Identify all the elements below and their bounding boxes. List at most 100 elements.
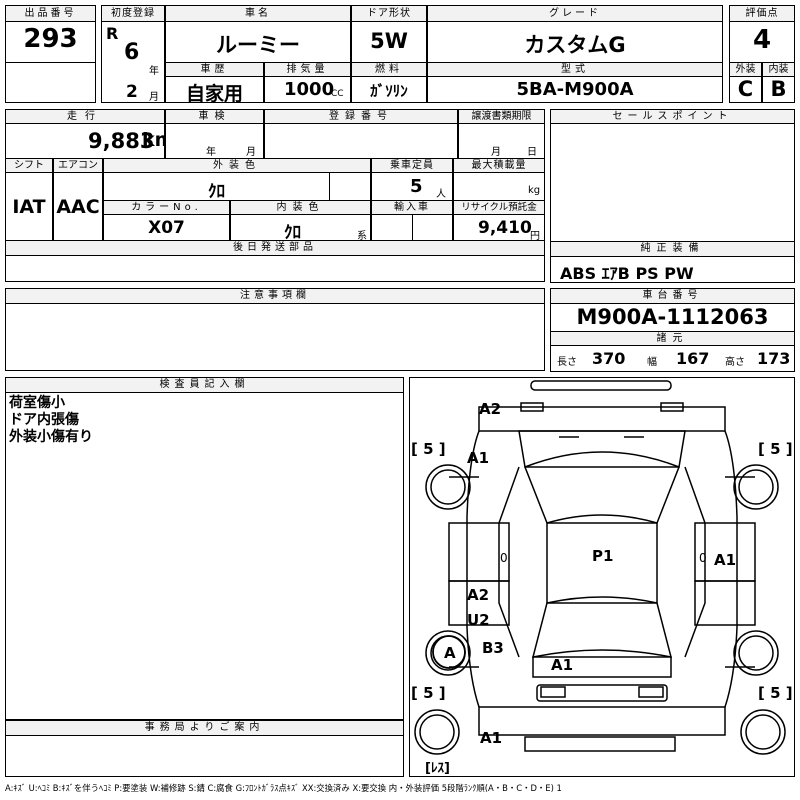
first-reg-era: R (106, 24, 119, 43)
max-load-unit: kg (528, 185, 541, 196)
int-color-box (230, 214, 371, 241)
model-box (427, 76, 723, 103)
color-no-value: X07 (148, 218, 185, 238)
car-name-value: ルーミー (216, 33, 300, 57)
int-grade-box (762, 76, 795, 103)
specs-box (550, 345, 795, 372)
recycle-value: 9,410 (478, 218, 532, 238)
displacement-label: 排気量 (264, 62, 351, 77)
inspector-label: 検査員記入欄 (5, 377, 404, 393)
width-label: 幅 (647, 357, 657, 368)
damage-mark-b3-left: B3 (482, 639, 504, 657)
shift-box (5, 172, 53, 241)
int-color-value: ｸﾛ (284, 223, 301, 243)
capacity-label: 乗車定員 (371, 158, 453, 173)
int-grade-label: 内装 (762, 62, 795, 77)
lot-no-box (5, 21, 96, 63)
first-reg-box (101, 21, 165, 103)
displacement-box (264, 76, 351, 103)
reg-no-box (264, 123, 458, 159)
transfer-label: 譲渡書類期限 (458, 109, 545, 124)
ext-color-box (103, 172, 330, 201)
damage-mark-a1-left-front: A1 (467, 449, 490, 467)
equipment-value: ABS ｴｱB PS PW (560, 264, 694, 283)
displacement-unit: CC (331, 89, 344, 99)
equipment-label: 純正装備 (550, 241, 795, 257)
equipment-box (550, 256, 795, 283)
damage-mark-a1-right: A1 (714, 551, 737, 569)
doors-label: ドア形状 (351, 5, 427, 22)
import-label: 輸入車 (371, 200, 453, 215)
height-value: 173 (757, 349, 791, 368)
score-value: 4 (752, 25, 772, 55)
damage-mark-a2-left: A2 (467, 586, 490, 604)
first-reg-month: 2 (126, 82, 138, 102)
ext-color-value: ｸﾛ (208, 182, 225, 202)
damage-mark-a1-rear-center: A1 (551, 656, 574, 674)
max-load-label: 最大積載量 (453, 158, 545, 173)
shift-label: シフト (5, 158, 53, 173)
height-label: 高さ (725, 357, 745, 368)
model-label: 型式 (427, 62, 723, 77)
first-reg-month-unit: 月 (149, 92, 159, 103)
inspection-year-unit: 年 (206, 147, 216, 158)
fuel-box (351, 76, 427, 103)
tire-fl-label: [ 5 ] (411, 440, 446, 458)
notes-label: 注意事項欄 (5, 288, 545, 304)
aircon-box (53, 172, 103, 241)
import-box (371, 214, 413, 241)
ext-color-box-right (329, 172, 371, 201)
car-name-label: 車名 (165, 5, 351, 22)
history-value: 自家用 (185, 83, 243, 105)
lot-no-label: 出品番号 (5, 5, 96, 22)
score-box (729, 21, 795, 63)
damage-mark-a2-top: A2 (479, 400, 502, 418)
ext-grade-value: C (737, 77, 754, 101)
history-box (165, 76, 264, 103)
chassis-label: 車台番号 (550, 288, 795, 304)
first-reg-year-unit: 年 (149, 66, 159, 77)
shift-value: IAT (12, 196, 46, 218)
notes-box (5, 303, 545, 371)
length-label: 長さ (557, 357, 577, 368)
grade-label: グレード (427, 5, 723, 22)
import-box-right (412, 214, 453, 241)
recycle-box (453, 214, 545, 241)
width-value: 167 (676, 349, 710, 368)
fuel-label: 燃料 (351, 62, 427, 77)
damage-mark-zero-left: 0 (500, 551, 508, 565)
history-label: 車歴 (165, 62, 264, 77)
damage-mark-zero-right: 0 (699, 551, 707, 565)
doors-value: 5W (370, 29, 408, 53)
score-label: 評価点 (729, 5, 795, 22)
car-diagram-drawing (414, 380, 786, 755)
inspection-month-unit: 月 (246, 147, 256, 158)
inspection-label: 車検 (165, 109, 264, 124)
office-label: 事務局よりご案内 (5, 720, 404, 736)
aircon-value: AAC (56, 196, 100, 218)
length-value: 370 (592, 349, 626, 368)
inspector-box (5, 392, 404, 720)
mileage-value: 9,883 (88, 129, 155, 153)
legend-text: A:ｷｽﾞ U:ﾍｺﾐ B:ｷｽﾞを伴うﾍｺﾐ P:要塗装 W:補修跡 S:錆 … (5, 783, 562, 793)
spare-label: [ﾚｽ] (425, 761, 450, 776)
first-reg-year: 6 (124, 40, 140, 65)
mileage-box (5, 123, 165, 159)
damage-mark-p1: P1 (592, 547, 614, 565)
inspector-line-2: ドア内張傷 (9, 412, 79, 428)
model-value: 5BA-M900A (516, 79, 634, 100)
specs-label: 諸元 (550, 331, 795, 346)
ext-grade-box (729, 76, 762, 103)
sales-point-box (550, 123, 795, 242)
color-no-box (103, 214, 230, 241)
ext-color-label: 外装色 (103, 158, 371, 173)
inspector-line-3: 外装小傷有り (9, 429, 93, 445)
ext-grade-label: 外装 (729, 62, 762, 77)
transfer-day-unit: 日 (527, 147, 537, 158)
int-grade-value: B (770, 77, 787, 101)
transfer-month-unit: 月 (491, 147, 501, 158)
color-no-label: カラーNo. (103, 200, 230, 215)
int-color-label: 内装色 (230, 200, 371, 215)
capacity-value: 5 (410, 176, 423, 197)
office-box (5, 735, 404, 777)
